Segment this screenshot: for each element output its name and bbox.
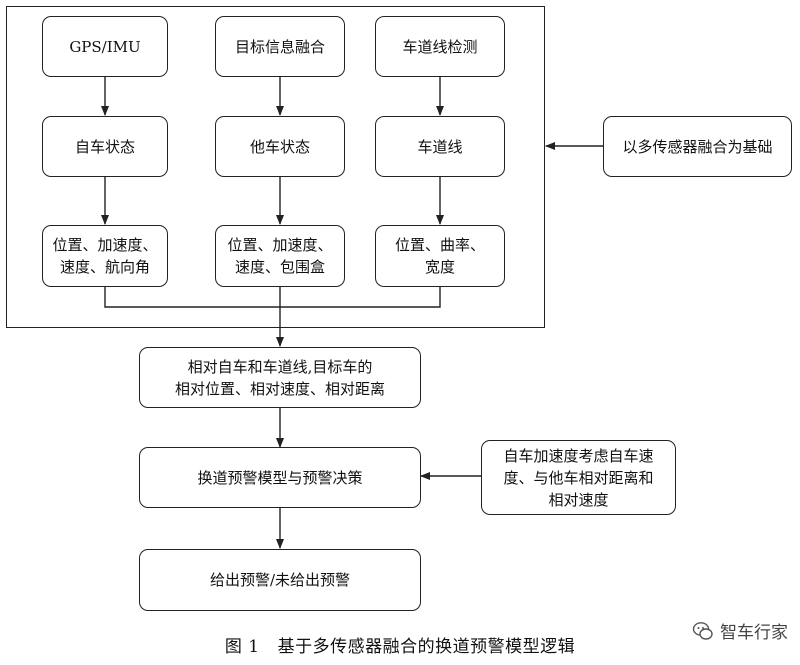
ego-state-box: 自车状态 xyxy=(42,116,168,177)
merge-line-left xyxy=(104,287,280,308)
other-state-box: 他车状态 xyxy=(215,116,345,177)
lane-detection-box: 车道线检测 xyxy=(375,16,505,77)
relative-info-box: 相对自车和车道线,目标车的 相对位置、相对速度、相对距离 xyxy=(139,347,421,408)
figure-caption: 图 1 基于多传感器融合的换道预警模型逻辑 xyxy=(0,632,800,657)
caption-number: 图 1 xyxy=(224,637,260,657)
decision-box: 换道预警模型与预警决策 xyxy=(139,447,421,508)
watermark-text: 智车行家 xyxy=(720,623,788,643)
merge-line-right xyxy=(280,287,441,308)
caption-text: 基于多传感器融合的换道预警模型逻辑 xyxy=(277,637,576,657)
wechat-icon xyxy=(692,621,713,640)
ego-params-box: 位置、加速度、 速度、航向角 xyxy=(42,225,168,287)
sensor-fusion-frame xyxy=(6,6,545,328)
ego-accel-note-box: 自车加速度考虑自车速 度、与他车相对距离和 相对速度 xyxy=(481,440,676,515)
watermark: 智车行家 xyxy=(692,618,788,643)
lane-params-box: 位置、曲率、 宽度 xyxy=(375,225,505,287)
target-fusion-box: 目标信息融合 xyxy=(215,16,345,77)
gps-imu-box: GPS/IMU xyxy=(42,16,168,77)
other-params-box: 位置、加速度、 速度、包围盒 xyxy=(215,225,345,287)
fusion-basis-box: 以多传感器融合为基础 xyxy=(603,116,792,177)
output-box: 给出预警/未给出预警 xyxy=(139,549,421,611)
lane-line-box: 车道线 xyxy=(375,116,505,177)
